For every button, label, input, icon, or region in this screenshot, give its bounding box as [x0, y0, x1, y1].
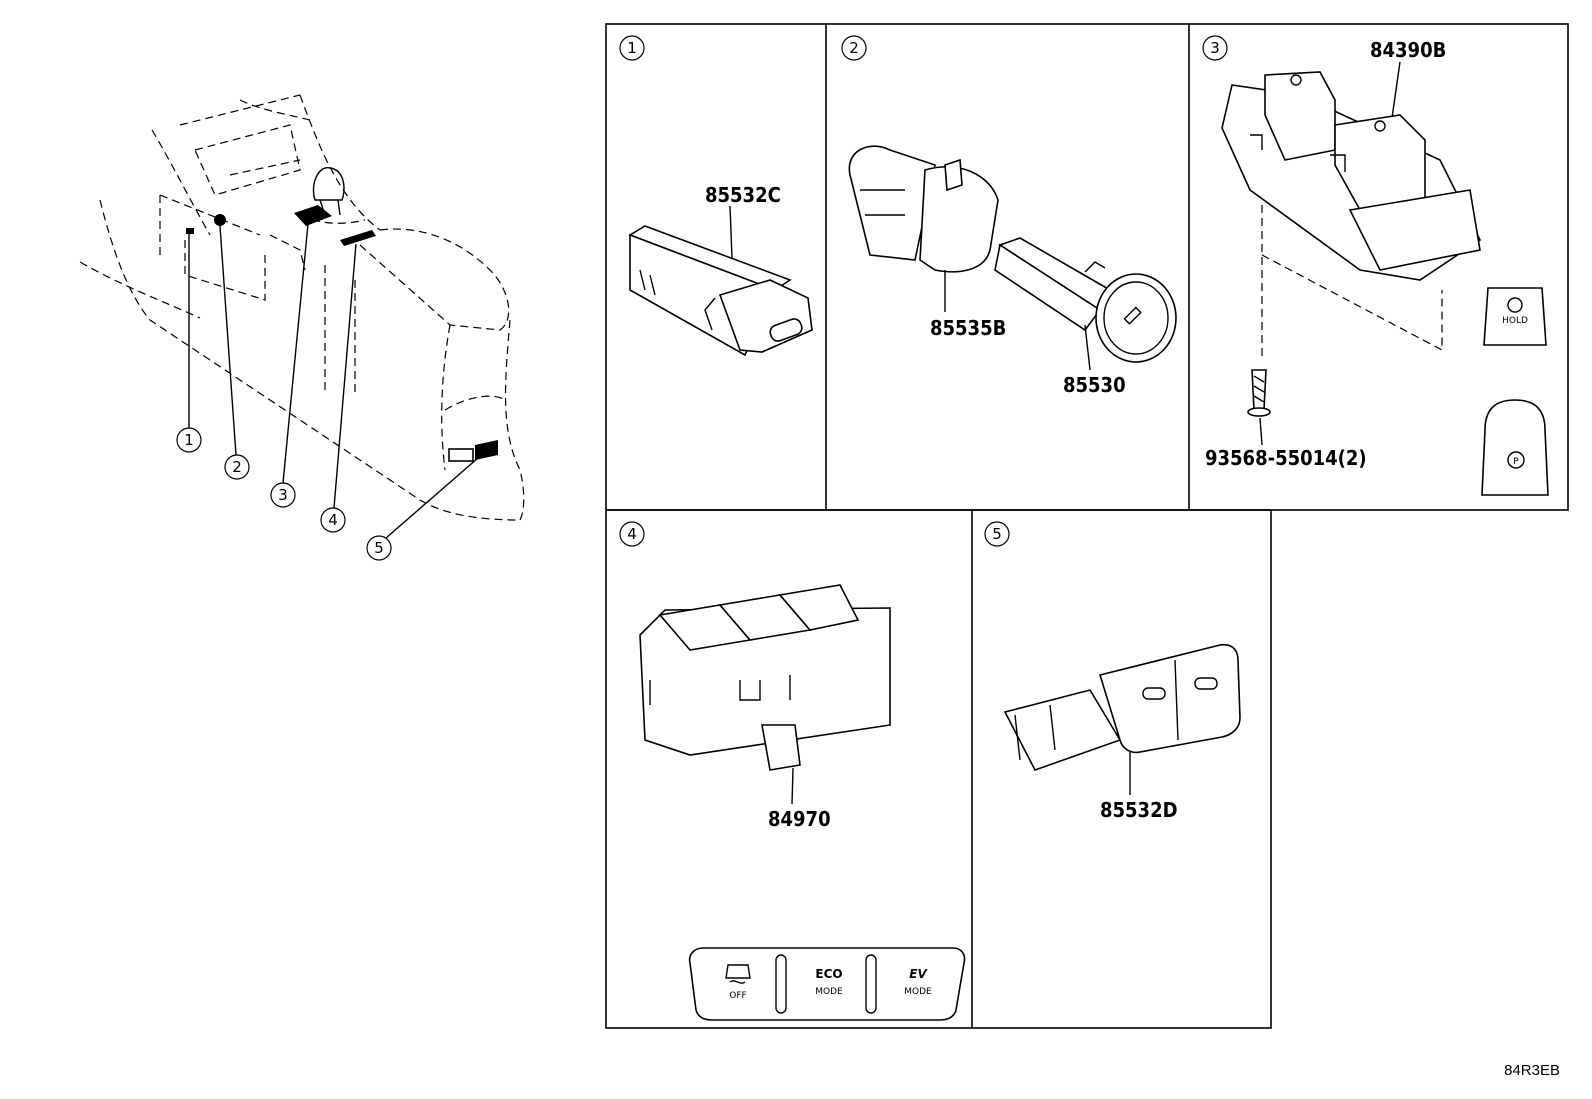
svg-text:3: 3: [278, 486, 288, 504]
panel-5: 5 85532D: [984, 521, 1241, 822]
parking-brake-icon: P: [1481, 399, 1549, 496]
svg-text:MODE: MODE: [904, 987, 932, 997]
hold-button-icon: HOLD: [1483, 287, 1547, 346]
panel-3-number: 3: [1202, 35, 1228, 61]
eco-mode-button: ECO MODE: [815, 967, 843, 997]
socket-cover-85535B: [848, 145, 999, 273]
panel-5-number: 5: [984, 521, 1010, 547]
svg-text:4: 4: [627, 525, 637, 543]
parking-brake-switch-84390B: [1221, 71, 1482, 281]
overview-callout-4: 4: [320, 507, 346, 533]
overview-callout-2: 2: [224, 454, 250, 480]
overview-callout-3: 3: [270, 482, 296, 508]
panel-1-number: 1: [619, 35, 645, 61]
console-overview: 1 2 3 4 5: [79, 94, 525, 561]
screw-93568-55014: [1247, 369, 1271, 417]
svg-text:4: 4: [328, 511, 338, 529]
panel-2-number: 2: [841, 35, 867, 61]
part-label-84390B: 84390B: [1370, 38, 1446, 62]
svg-text:2: 2: [849, 39, 859, 57]
svg-text:5: 5: [374, 539, 384, 557]
drive-mode-button-panel: OFF ECO MODE EV MODE: [688, 947, 966, 1021]
panel-4: 4 84970 OFF ECO MODE EV: [619, 521, 966, 1021]
usb-charge-port-85532D: [1003, 643, 1241, 771]
svg-text:3: 3: [1210, 39, 1220, 57]
svg-text:5: 5: [992, 525, 1002, 543]
svg-text:1: 1: [627, 39, 637, 57]
panel-2: 2 85535B 85530: [841, 35, 1177, 397]
overview-callout-1: 1: [176, 427, 202, 453]
panel-1: 1 85532C: [619, 35, 813, 357]
svg-text:EV: EV: [909, 967, 928, 981]
ev-mode-button: EV MODE: [904, 967, 932, 997]
svg-text:2: 2: [232, 458, 242, 476]
svg-text:1: 1: [184, 431, 194, 449]
diagram-code: 84R3EB: [1504, 1062, 1560, 1079]
svg-text:P: P: [1513, 457, 1519, 467]
panel-4-number: 4: [619, 521, 645, 547]
drive-mode-switch-84970: [639, 584, 891, 771]
power-socket-85530: [994, 237, 1177, 363]
part-label-84970: 84970: [768, 807, 831, 831]
traction-control-off-button: OFF: [725, 964, 751, 1001]
svg-text:MODE: MODE: [815, 987, 843, 997]
part-label-85530: 85530: [1063, 373, 1126, 397]
svg-text:HOLD: HOLD: [1502, 316, 1528, 326]
panel-3: 3 84390B 93568-55014(2) HOLD: [1202, 35, 1549, 496]
panel-grid: [605, 23, 1569, 1029]
svg-text:OFF: OFF: [729, 991, 746, 1001]
part-label-93568-55014: 93568-55014(2): [1205, 446, 1367, 470]
part-label-85532D: 85532D: [1100, 798, 1178, 822]
usb-port-85532C: [628, 225, 813, 357]
part-label-85532C: 85532C: [705, 183, 781, 207]
svg-text:ECO: ECO: [815, 967, 842, 981]
overview-callout-5: 5: [366, 535, 392, 561]
part-label-85535B: 85535B: [930, 316, 1006, 340]
